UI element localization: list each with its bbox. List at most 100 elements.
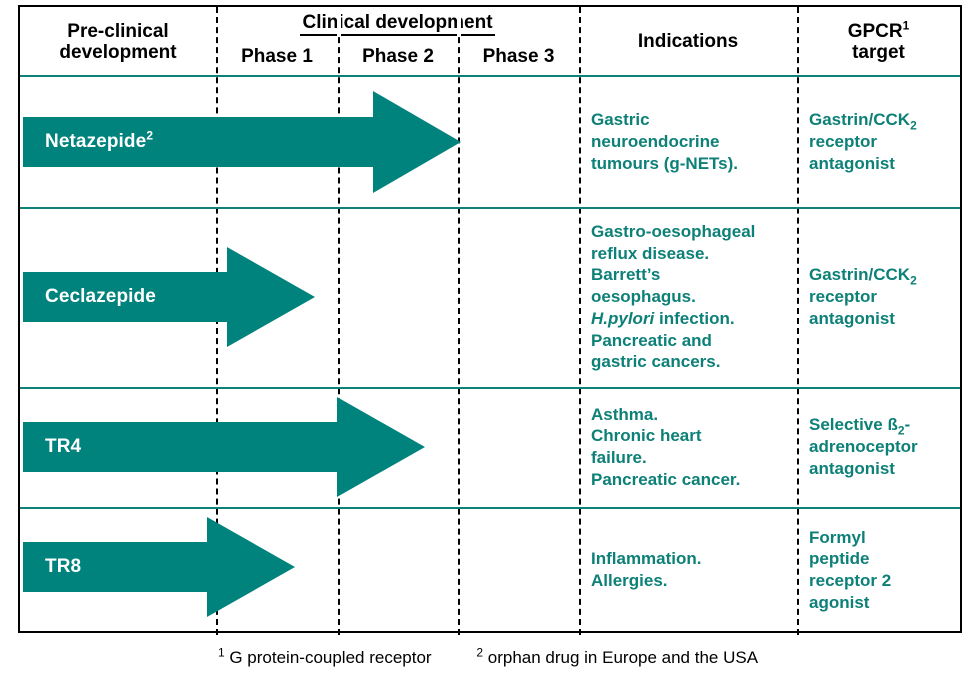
gpcr-target-cell: Formyl peptide receptor 2 agonist [797,507,960,633]
arrow-right-icon [23,397,425,497]
target-subscript: 2 [897,423,905,438]
column-header-phase-2: Phase 2 [338,39,458,75]
target-text: Gastrin/CCK [809,265,911,285]
target-line: agonist [809,592,870,612]
indication-line: reflux disease. [591,243,710,263]
column-header-clinical-development: Clinical development [216,9,579,39]
indication-line: Asthma. [591,404,659,424]
target-line: peptide [809,549,870,569]
column-header-phase-2-label: Phase 2 [362,46,434,68]
indication-line: neuroendocrine [591,132,720,152]
indication-line: Chronic heart [591,426,702,446]
indication-line: Gastric [591,110,650,130]
gpcr-target-cell: Gastrin/CCK2 receptor antagonist [797,207,960,387]
column-divider-3 [458,7,460,635]
arrow-right-icon [23,91,461,193]
arrow-right-icon [23,517,295,617]
target-line: receptor [809,132,878,152]
pipeline-arrow-ceclazepide: Ceclazepide [23,247,315,347]
gpcr-target-cell: Gastrin/CCK2 receptor antagonist [797,77,960,207]
footnote-2-text: orphan drug in Europe and the USA [487,648,759,667]
pipeline-table: Pre-clinical development Clinical develo… [18,5,962,635]
column-header-phase-1-label: Phase 1 [241,46,313,68]
row-separator-2 [20,387,960,389]
footnotes: 1 G protein-coupled receptor 2 orphan dr… [0,645,976,668]
drug-name: TR4 [45,436,82,457]
target-line: Gastrin/CCK2 [809,264,952,286]
column-header-phase-1: Phase 1 [216,39,338,75]
pipeline-arrow-label: TR4 [45,436,81,458]
gpcr-target-text: target [852,42,905,63]
column-divider-5 [797,7,799,635]
pipeline-arrow-label: TR8 [45,556,81,578]
column-header-clinical-development-label: Clinical development [300,12,495,37]
drug-name: Netazepide [45,131,147,152]
table-row: TR4 Asthma. Chronic heart failure. Pancr… [20,387,960,507]
column-header-gpcr-target-label: GPCR1 target [847,18,910,64]
drug-footnote-marker: 2 [146,128,154,143]
column-header-phase-3: Phase 3 [458,39,579,75]
pipeline-arrow-label: Netazepide2 [45,128,154,153]
row-separator-1 [20,207,960,209]
column-divider-4 [579,7,581,635]
indication-line: Gastro-oesophageal [591,221,756,241]
table-header: Pre-clinical development Clinical develo… [20,7,960,77]
indication-line: Pancreatic and [591,330,712,350]
indications-cell: Gastric neuroendocrine tumours (g-NETs). [579,77,797,207]
target-text: Gastrin/CCK [809,110,911,130]
column-header-preclinical: Pre-clinical development [20,7,216,77]
footnote-1-text: G protein-coupled receptor [229,648,432,667]
column-header-gpcr-target: GPCR1 target [797,7,960,77]
table-row: TR8 Inflammation. Allergies. Formyl pept… [20,507,960,633]
target-subscript: 2 [910,273,917,288]
table-row: Ceclazepide Gastro-oesophageal reflux di… [20,207,960,387]
column-header-preclinical-label: Pre-clinical development [59,20,177,63]
indication-line: Inflammation. [591,549,702,569]
drug-name: TR8 [45,556,82,577]
target-line: Formyl [809,527,866,547]
gpcr-text: GPCR [847,20,903,42]
target-line: antagonist [809,308,895,328]
pipeline-arrow-label: Ceclazepide [45,286,156,308]
target-line: Selective ß2- [809,414,952,436]
column-header-indications: Indications [579,7,797,77]
indication-line: tumours (g-NETs). [591,153,739,173]
indication-line: failure. [591,448,647,467]
indications-cell: Asthma. Chronic heart failure. Pancreati… [579,387,797,507]
indication-line: Allergies. [591,571,668,590]
drug-name: Ceclazepide [45,286,156,307]
indication-line: Pancreatic cancer. [591,469,741,489]
target-line: receptor 2 [809,571,892,590]
target-subscript: 2 [910,118,917,133]
column-divider-2 [338,7,340,635]
gpcr-footnote-marker: 1 [902,18,910,33]
pipeline-arrow-tr4: TR4 [23,397,425,497]
column-header-phase-3-label: Phase 3 [482,46,555,68]
pipeline-arrow-tr8: TR8 [23,517,295,617]
table-row: Netazepide2 Gastric neuroendocrine tumou… [20,77,960,207]
row-separator-3 [20,507,960,509]
pipeline-arrow-netazepide: Netazepide2 [23,91,461,193]
divider-mask-2 [337,7,341,37]
column-header-indications-label: Indications [637,31,739,53]
target-text: Selective ß [809,415,898,435]
target-line: antagonist [809,458,895,478]
organism-name: H.pylori [591,308,655,328]
arrow-right-icon [23,247,315,347]
indication-line: gastric cancers. [591,352,721,372]
indication-line: oesophagus. [591,287,696,307]
indications-cell: Inflammation. Allergies. [579,507,797,633]
footnote-1: 1 G protein-coupled receptor [217,645,432,668]
indication-line: H.pylori infection. [591,308,735,328]
indications-cell: Gastro-oesophageal reflux disease. Barre… [579,207,797,387]
footnote-2-marker: 2 [476,645,484,660]
target-line: Gastrin/CCK2 [809,109,952,131]
target-line: adrenoceptor [809,437,918,457]
footnote-1-marker: 1 [217,645,225,660]
footnote-2: 2 orphan drug in Europe and the USA [476,645,759,668]
target-line: antagonist [809,153,895,173]
target-line: receptor [809,287,878,307]
gpcr-target-cell: Selective ß2- adrenoceptor antagonist [797,387,960,507]
indication-line: Barrett’s [591,265,661,285]
